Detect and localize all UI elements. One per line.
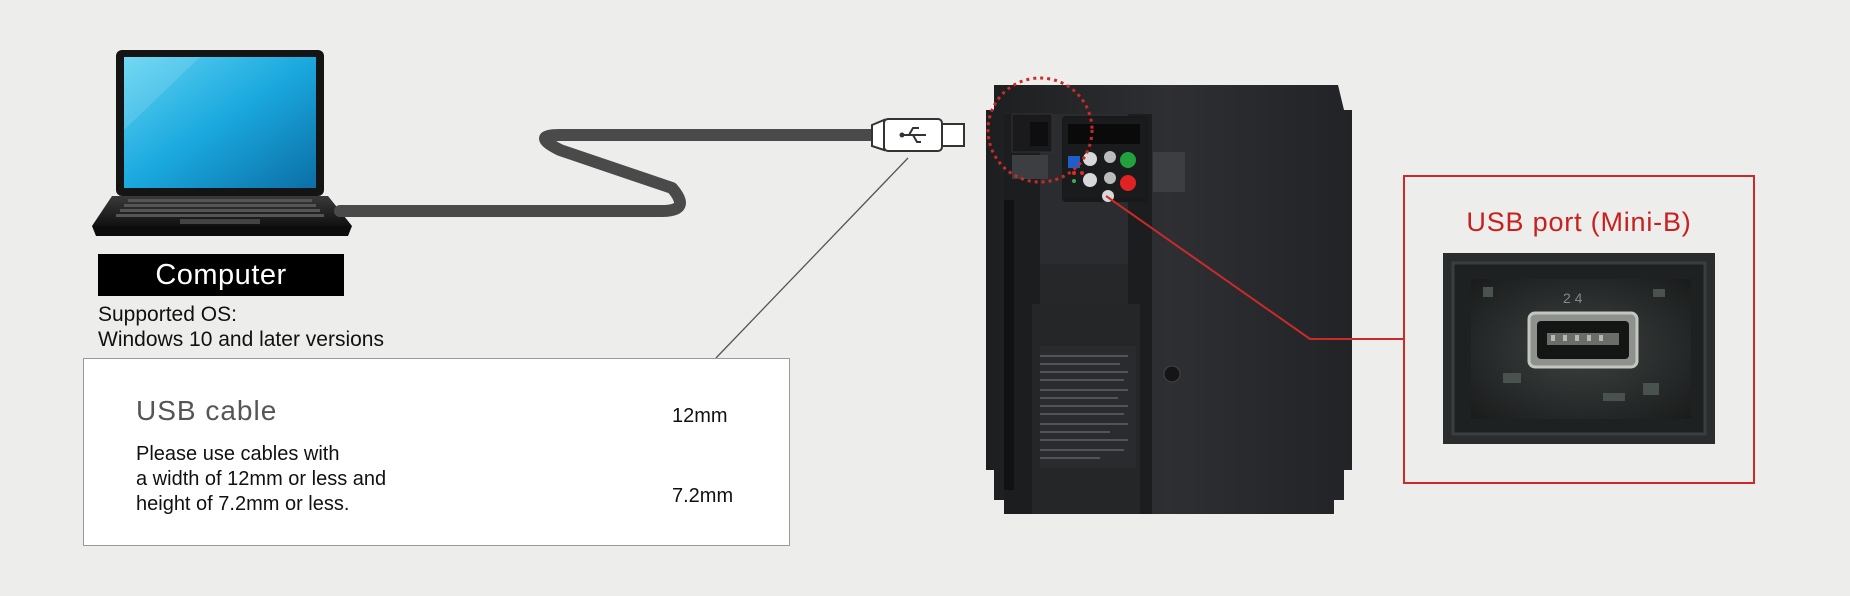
width-dimension-label: 12mm <box>672 405 728 427</box>
port-highlight-circle <box>986 76 1094 184</box>
supported-os-text: Supported OS: Windows 10 and later versi… <box>98 302 384 352</box>
cable-desc-line: a width of 12mm or less and <box>136 468 387 490</box>
os-versions: Windows 10 and later versions <box>98 328 384 351</box>
usb-port-photo: 2 4 <box>1443 253 1715 444</box>
usb-port-panel: USB port (Mini-B) 2 4 <box>1403 175 1755 484</box>
stop-button-icon <box>1120 175 1136 191</box>
svg-text:2 4: 2 4 <box>1563 290 1583 306</box>
run-button-icon <box>1120 152 1136 168</box>
usb-plug-icon <box>871 118 965 152</box>
cable-desc-line: Please use cables with <box>136 443 340 465</box>
cable-description: Please use cables with a width of 12mm o… <box>136 442 456 517</box>
os-heading: Supported OS: <box>98 303 237 326</box>
port-callout-line <box>1105 195 1403 340</box>
inverter-device <box>986 85 1352 514</box>
computer-label: Computer <box>98 254 344 296</box>
laptop-icon <box>92 50 352 236</box>
cable-title: USB cable <box>136 395 278 426</box>
usb-cable <box>334 129 890 217</box>
height-dimension-label: 7.2mm <box>672 485 734 507</box>
keypad-panel <box>1062 118 1146 202</box>
cable-desc-line: height of 7.2mm or less. <box>136 493 350 515</box>
port-title: USB port (Mini-B) <box>1466 207 1692 237</box>
usb-cable-panel: USB cable Please use cables with a width… <box>83 358 790 546</box>
